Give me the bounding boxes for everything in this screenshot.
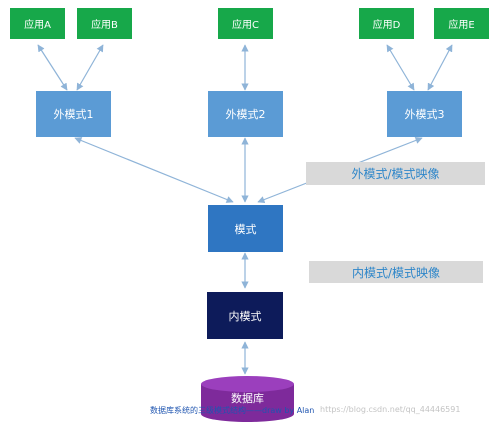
application-a: 应用A — [10, 8, 65, 39]
database-label: 数据库 — [231, 392, 264, 405]
application-d: 应用D — [359, 8, 414, 39]
external-schema-mapping-label: 外模式/模式映像 — [306, 162, 485, 185]
external-schema-1: 外模式1 — [36, 91, 111, 137]
diagram-caption: 数据库系统的三级模式结构——draw by Alan — [150, 406, 315, 415]
connector-app-b-ext1 — [76, 44, 104, 91]
internal-schema-box: 内模式 — [207, 292, 283, 339]
application-b: 应用B — [77, 8, 132, 39]
external-schema-3: 外模式3 — [387, 91, 462, 137]
schema-box: 模式 — [208, 205, 283, 252]
external-schema-2: 外模式2 — [208, 91, 283, 137]
connector-app-a-ext1 — [37, 44, 68, 91]
application-e: 应用E — [434, 8, 489, 39]
internal-schema-mapping-label: 内模式/模式映像 — [309, 261, 483, 283]
application-c: 应用C — [218, 8, 273, 39]
watermark-text: https://blog.csdn.net/qq_44446591 — [320, 405, 461, 414]
connector-ext1-schema — [74, 137, 234, 203]
connector-app-d-ext3 — [386, 44, 415, 91]
database-cylinder — [201, 376, 294, 422]
connector-app-e-ext3 — [427, 44, 453, 91]
